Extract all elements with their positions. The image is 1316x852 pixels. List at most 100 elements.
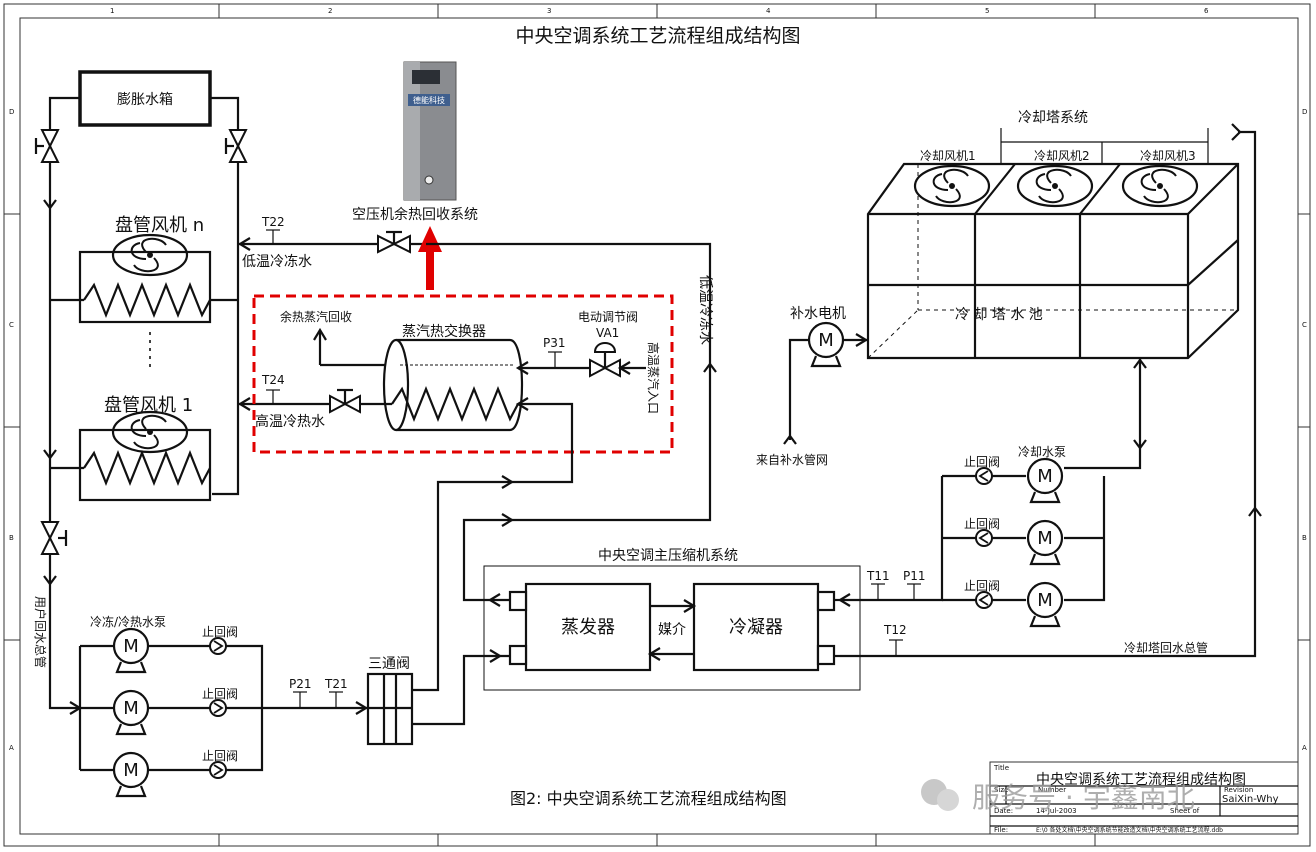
fan-coil-1-fan-icon: [111, 410, 189, 454]
cooling-tower-return-main-label: 冷却塔回水总管: [1124, 640, 1208, 655]
three-way-valve-label: 三通阀: [368, 656, 410, 672]
three-way-valve: [366, 672, 414, 746]
svg-text:14-Jul-2003: 14-Jul-2003: [1036, 807, 1077, 815]
fan-coil-1: [78, 428, 212, 502]
sensor-p11: P11: [903, 569, 926, 600]
svg-text:德能科技: 德能科技: [413, 95, 445, 105]
svg-text:P21: P21: [289, 677, 312, 691]
diagram-title: 中央空调系统工艺流程组成结构图: [515, 25, 800, 47]
central-compressor-system-label: 中央空调主压缩机系统: [598, 548, 738, 564]
cooling-check-label-2: 止回阀: [964, 517, 1000, 531]
border-letter-b-right: B: [1302, 534, 1307, 542]
sensor-t22: T22: [261, 215, 285, 244]
border-letter-d-right: D: [1302, 108, 1307, 116]
medium-label: 媒介: [658, 622, 686, 638]
red-up-arrow: [418, 226, 442, 290]
cooling-fan-2-label: 冷却风机2: [1034, 149, 1090, 163]
svg-text:T22: T22: [261, 215, 285, 229]
svg-text:中央空调系统工艺流程组成结构图: 中央空调系统工艺流程组成结构图: [1036, 772, 1246, 788]
svg-text:Revision: Revision: [1224, 786, 1253, 794]
cooling-check-valve-2: [975, 529, 993, 547]
svg-text:T12: T12: [883, 623, 907, 637]
air-compressor-cabinet: 德能科技: [403, 61, 457, 201]
electric-control-valve: [589, 342, 621, 378]
makeup-source-label: 来自补水管网: [756, 452, 828, 467]
border-letter-d: D: [9, 108, 14, 116]
cooling-fan-1-label: 冷却风机1: [920, 149, 976, 163]
fan-coil-1-label: 盘管风机 1: [104, 395, 193, 416]
valve-left-bottom: [40, 521, 68, 555]
svg-text:冷凝器: 冷凝器: [729, 617, 783, 638]
fan-coil-1-coil: [82, 451, 212, 485]
svg-text:E:\0 各处文档\中央空调系统节能改造文档\中央空调系统工: E:\0 各处文档\中央空调系统节能改造文档\中央空调系统工艺流程.ddb: [1036, 826, 1223, 834]
central-compressor-frame: [483, 565, 861, 691]
figure-caption: 图2: 中央空调系统工艺流程组成结构图: [510, 789, 787, 808]
svg-text:Number: Number: [1038, 786, 1066, 794]
valve-right-top: [224, 129, 248, 163]
va1-label: VA1: [596, 326, 619, 340]
svg-text:T21: T21: [324, 677, 348, 691]
condenser: 冷凝器: [692, 582, 836, 672]
sensor-t21: T21: [324, 677, 348, 708]
waste-steam-return-label: 余热蒸汽回收: [280, 309, 352, 324]
cooling-fan-1-icon: [913, 164, 991, 208]
expansion-tank: 膨胀水箱: [78, 70, 212, 127]
svg-text:蒸发器: 蒸发器: [561, 617, 615, 638]
cooling-fan-3-icon: [1121, 164, 1199, 208]
high-temp-hot-water-label: 高温冷热水: [255, 413, 325, 430]
cooling-pump-label: 冷却水泵: [1018, 445, 1066, 459]
svg-text:膨胀水箱: 膨胀水箱: [117, 91, 173, 108]
watermark: 服务号 · 宇鑫南北: [921, 779, 1195, 814]
chilled-pump-1: [112, 627, 150, 674]
cooling-check-label-3: 止回阀: [964, 579, 1000, 593]
border-num-4: 4: [766, 7, 771, 15]
cooling-fan-2-icon: [1016, 164, 1094, 208]
steam-recovery-box: [252, 294, 674, 454]
drawing-border: 1 2 3 4 5 6 D C B A D C B A: [3, 3, 1311, 847]
svg-text:Size: Size: [994, 786, 1008, 794]
chilled-check-valve-2: [209, 699, 227, 717]
cooling-pump-2: [1026, 519, 1064, 566]
sensor-t24: T24: [261, 373, 285, 404]
makeup-motor: [807, 321, 845, 368]
chilled-check-label-1: 止回阀: [202, 625, 238, 639]
fan-coil-n-coil: [82, 283, 212, 317]
valve-left-top: [34, 129, 60, 163]
valve-low-temp-line: [377, 230, 411, 254]
chilled-pump-label: 冷冻/冷热水泵: [90, 614, 166, 629]
steam-exchanger-label: 蒸汽热交换器: [402, 323, 486, 340]
border-letter-a-right: A: [1302, 744, 1307, 752]
sensor-p21: P21: [289, 677, 312, 708]
fan-coil-n: [78, 250, 212, 324]
low-temp-chilled-water-label: 低温冷冻水: [242, 253, 312, 270]
border-num-2: 2: [328, 7, 332, 15]
cooling-tower-system-label: 冷却塔系统: [1018, 110, 1088, 126]
svg-text:T24: T24: [261, 373, 285, 387]
sensor-t11: T11: [866, 569, 890, 600]
svg-text:Sheet of: Sheet of: [1170, 807, 1200, 815]
sensor-p31: P31: [543, 336, 566, 368]
cooling-check-label-1: 止回阀: [964, 455, 1000, 469]
cooling-pump-1: [1026, 457, 1064, 504]
svg-text:P11: P11: [903, 569, 926, 583]
cooling-check-valve-3: [975, 591, 993, 609]
sensor-t12: T12: [883, 623, 907, 656]
border-letter-a: A: [9, 744, 14, 752]
low-temp-chilled-water-vertical-label: 低温冷冻水: [697, 275, 714, 345]
svg-text:SaiXin-Why: SaiXin-Why: [1222, 794, 1279, 805]
border-num-6: 6: [1204, 7, 1209, 15]
electric-valve-label: 电动调节阀: [578, 310, 638, 324]
border-letter-c: C: [9, 321, 14, 329]
border-letter-b: B: [9, 534, 14, 542]
makeup-motor-label: 补水电机: [790, 306, 846, 322]
svg-text:File:: File:: [994, 826, 1008, 834]
cooling-check-valve-1: [975, 467, 993, 485]
cooling-tower-pool-label: 冷 却 塔 水 池: [955, 307, 1043, 323]
border-letter-c-right: C: [1302, 321, 1307, 329]
fan-coil-n-label: 盘管风机 n: [115, 215, 204, 236]
border-num-5: 5: [985, 7, 989, 15]
svg-text:P31: P31: [543, 336, 566, 350]
evaporator: 蒸发器: [508, 582, 652, 672]
chilled-check-label-3: 止回阀: [202, 749, 238, 763]
